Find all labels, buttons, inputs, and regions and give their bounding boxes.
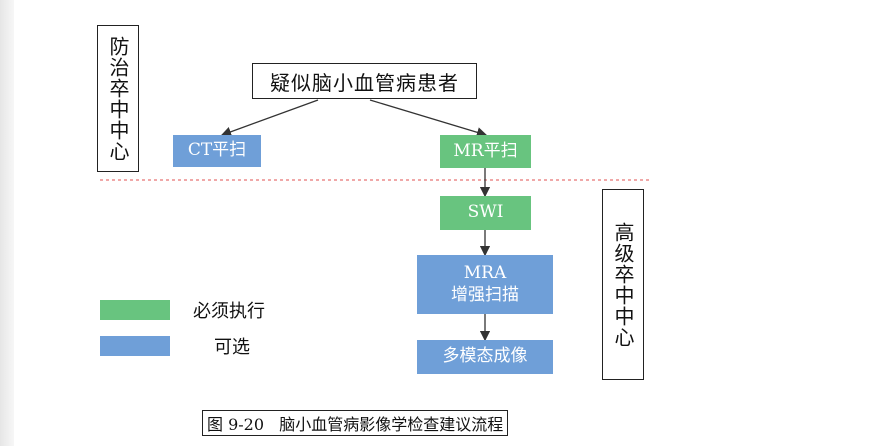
left-group-label-box: 防治卒中中心 (97, 25, 139, 172)
legend-label-required: 必须执行 (193, 301, 265, 322)
legend-label-optional: 可选 (214, 337, 250, 358)
arrow-root-to-mr (369, 99, 488, 138)
arrow-root-to-ct (220, 99, 319, 137)
node-mra-line1: MRA (463, 263, 507, 284)
page-edge-shadow (0, 0, 14, 446)
node-ct-plain-scan: CT平扫 (173, 135, 261, 167)
right-group-label-box: 高级卒中中心 (602, 189, 644, 380)
node-swi: SWI (440, 196, 531, 230)
node-mra-line2: 增强扫描 (451, 284, 519, 305)
left-group-label: 防治卒中中心 (106, 35, 130, 162)
right-group-label: 高级卒中中心 (611, 221, 635, 348)
root-node: 疑似脑小血管病患者 (252, 63, 477, 99)
node-multimodal-imaging: 多模态成像 (417, 340, 553, 374)
node-mra-enhanced: MRA 增强扫描 (417, 255, 553, 314)
node-mr-plain-scan: MR平扫 (440, 135, 531, 168)
legend-swatch-optional (100, 336, 170, 356)
figure-caption: 图 9-20 脑小血管病影像学检查建议流程 (202, 410, 509, 436)
legend-swatch-required (100, 300, 170, 320)
